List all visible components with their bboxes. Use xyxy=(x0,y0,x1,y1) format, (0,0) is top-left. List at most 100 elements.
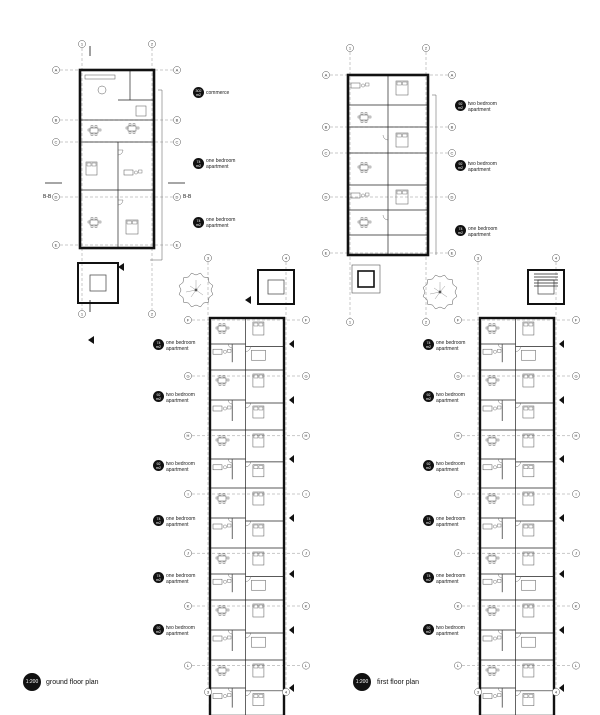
grid-bubble xyxy=(184,490,192,498)
pillow xyxy=(258,604,264,609)
grid-bubble xyxy=(302,602,310,610)
grid-bubble xyxy=(572,549,580,558)
grid-bubble-label: E xyxy=(55,242,58,247)
sink xyxy=(227,693,232,697)
grid-bubble-label: K xyxy=(187,603,190,608)
bed xyxy=(522,464,535,478)
wardrobe xyxy=(521,636,536,648)
pillow xyxy=(253,524,259,529)
grid-bubble xyxy=(474,688,482,696)
dining-table xyxy=(217,325,227,332)
toilet xyxy=(361,83,365,88)
sink xyxy=(497,635,502,640)
pillow xyxy=(528,524,534,529)
chair xyxy=(368,165,372,169)
grid-bubble-label: A xyxy=(55,67,58,72)
grid-bubble xyxy=(173,193,181,201)
grid-bubble xyxy=(448,71,456,79)
bathtub xyxy=(212,523,223,530)
bed xyxy=(395,189,409,205)
two-bed-label: two bedroom apartment xyxy=(436,625,465,637)
chair xyxy=(496,438,500,442)
grid-bubble-label: L xyxy=(305,663,308,668)
grid-bubble xyxy=(572,490,580,498)
chair xyxy=(492,443,496,446)
grid-bubble-label: D xyxy=(176,194,179,199)
bed xyxy=(522,321,535,336)
pillow xyxy=(528,604,534,609)
chair xyxy=(226,326,230,330)
toilet xyxy=(493,524,497,529)
bed xyxy=(252,321,265,336)
grid-bubble-label: 1 xyxy=(81,41,84,46)
wardrobe xyxy=(251,636,266,648)
grid-bubble-label: C xyxy=(325,150,328,155)
grid-bubble xyxy=(52,116,60,124)
dining-table xyxy=(487,437,497,444)
entrance-marker xyxy=(559,570,564,578)
grid-bubble xyxy=(173,116,181,124)
grid-bubble xyxy=(52,241,60,249)
grid-bubble-label: L xyxy=(457,663,460,668)
dining-table xyxy=(217,377,227,384)
exterior-wall xyxy=(208,316,286,715)
pillow xyxy=(528,552,534,557)
pillow xyxy=(528,374,534,379)
toilet xyxy=(223,694,227,698)
north-arrow xyxy=(88,336,94,344)
grid-bubble xyxy=(322,249,330,257)
bed xyxy=(522,491,535,506)
chair xyxy=(496,608,500,612)
door-swing xyxy=(228,629,233,635)
first-scale-badge: 1:200 xyxy=(353,673,371,691)
gutter xyxy=(432,94,437,255)
chair xyxy=(222,665,226,668)
chair xyxy=(132,123,136,126)
grid-bubble-label: A xyxy=(325,72,328,77)
chair xyxy=(364,120,368,123)
chair xyxy=(218,435,222,438)
bathtub xyxy=(350,82,361,89)
pillow xyxy=(258,492,264,497)
door-swing xyxy=(515,576,521,582)
bathtub xyxy=(482,405,493,412)
grid-bubble xyxy=(322,123,330,131)
counter xyxy=(84,74,116,80)
door-swing xyxy=(515,690,521,696)
grid-bubble xyxy=(184,661,192,670)
chair xyxy=(496,326,500,330)
dining-table xyxy=(217,555,227,562)
grid-bubble-label: D xyxy=(451,194,454,199)
grid-bubble xyxy=(572,661,580,670)
pillow xyxy=(523,434,529,439)
entrance-marker xyxy=(289,570,294,578)
chair xyxy=(98,220,102,224)
pillow xyxy=(523,374,529,379)
pillow xyxy=(523,604,529,609)
chair xyxy=(132,131,136,134)
grid-bubble xyxy=(448,149,456,157)
door-swing xyxy=(245,576,251,582)
pillow xyxy=(528,434,534,439)
grid-bubble xyxy=(204,688,212,696)
toilet xyxy=(361,193,365,198)
grid-bubble-label: G xyxy=(304,373,307,378)
grid-bubble-label: H xyxy=(457,433,460,438)
door-swing xyxy=(498,629,503,635)
two-bed-label: two bedroom apartment xyxy=(166,392,195,404)
grid-bubble-label: 2 xyxy=(151,311,154,316)
section-label-right: B-B xyxy=(183,194,192,200)
pillow xyxy=(258,374,264,379)
chair xyxy=(222,613,226,616)
chair xyxy=(218,665,222,668)
pillow xyxy=(132,220,138,225)
pillow xyxy=(402,81,408,86)
stair-core xyxy=(89,274,107,292)
chair xyxy=(128,131,132,134)
dining-table xyxy=(487,325,497,332)
